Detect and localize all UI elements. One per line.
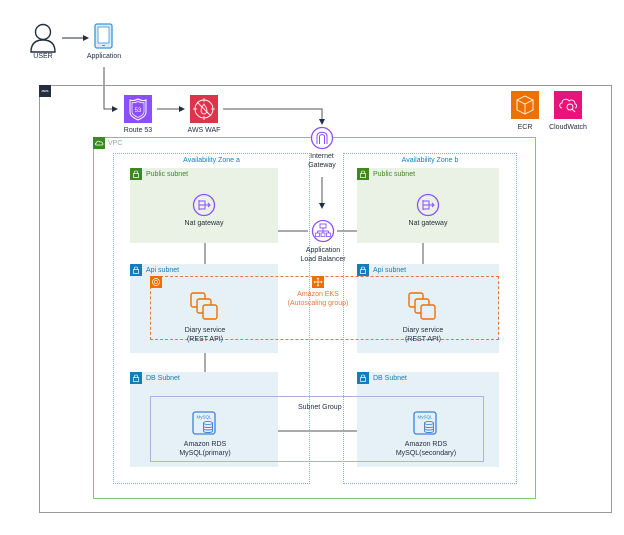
subnet-group xyxy=(150,396,484,462)
availability-zone-a xyxy=(113,153,310,484)
lock-icon xyxy=(130,264,142,276)
cloudwatch-node[interactable]: CloudWatch xyxy=(545,91,591,133)
db-subnet-b-label: DB Subnet xyxy=(373,375,407,382)
mysql-database-icon: MySQL xyxy=(413,411,437,435)
user-icon xyxy=(30,23,56,53)
db-subnet-a xyxy=(130,372,278,467)
eks-group-icon xyxy=(150,276,162,288)
db-subnet-a-label: DB Subnet xyxy=(146,375,180,382)
route53-node[interactable]: 53 Route 53 xyxy=(118,95,158,137)
rds-secondary-label-line1: Amazon RDS xyxy=(404,441,448,448)
alb-label-line2: Load Balancer xyxy=(300,256,346,263)
eks-icon xyxy=(312,276,324,288)
cloudwatch-label: CloudWatch xyxy=(549,124,587,131)
ecr-icon xyxy=(511,91,539,119)
diary-service-b-label-line2: (REST API) xyxy=(404,336,442,343)
diary-service-b[interactable]: Diary service (REST API) xyxy=(393,290,453,346)
eks-autoscaling-group xyxy=(150,276,499,340)
waf-label: AWS WAF xyxy=(187,127,221,134)
mysql-database-icon: MySQL xyxy=(192,411,216,435)
api-subnet-b-label: Api subnet xyxy=(373,267,407,274)
internet-gateway-label-line2: Gateway xyxy=(308,162,336,169)
load-balancer-icon xyxy=(311,219,335,243)
nat-gateway-a-label: Nat gateway xyxy=(184,220,224,227)
public-subnet-a-label: Public subnet xyxy=(146,171,189,178)
aws-logo-icon: aws xyxy=(39,85,51,97)
rds-primary[interactable]: MySQL Amazon RDS MySQL(primary) xyxy=(174,410,236,466)
route53-icon: 53 xyxy=(124,95,152,123)
lock-icon xyxy=(130,168,142,180)
ecr-node[interactable]: ECR xyxy=(508,91,542,133)
availability-zone-a-label: Availability Zone a xyxy=(183,157,240,164)
svg-text:53: 53 xyxy=(135,108,142,114)
nat-gateway-b-label: Nat gateway xyxy=(408,220,448,227)
application-load-balancer[interactable]: Application Load Balancer xyxy=(297,219,349,265)
rds-primary-label-line1: Amazon RDS xyxy=(183,441,227,448)
internet-gateway-icon xyxy=(310,126,334,150)
waf-icon xyxy=(190,95,218,123)
user-node: USER xyxy=(28,22,58,62)
nat-gateway-icon xyxy=(192,193,216,217)
db-subnet-b xyxy=(357,372,499,467)
svg-text:MySQL: MySQL xyxy=(196,415,212,420)
lock-icon xyxy=(357,168,369,180)
rds-secondary-label-line2: MySQL(secondary) xyxy=(395,450,457,457)
application-label: Application xyxy=(86,53,122,60)
nat-gateway-icon xyxy=(416,193,440,217)
route53-label: Route 53 xyxy=(123,127,153,134)
public-subnet-b-label: Public subnet xyxy=(373,171,416,178)
ecr-label: ECR xyxy=(517,124,533,131)
lock-icon xyxy=(130,372,142,384)
aws-logo-text: aws xyxy=(41,88,49,93)
aws-cloud-group xyxy=(39,85,612,513)
eks-label-line2: (Autoscaling group) xyxy=(287,300,349,307)
application-node: Application xyxy=(80,22,128,64)
diary-service-b-label-line1: Diary service xyxy=(402,327,444,334)
availability-zone-b-label: Availability Zone b xyxy=(401,157,459,164)
availability-zone-b xyxy=(343,153,517,484)
diary-service-a[interactable]: Diary service (REST API) xyxy=(175,290,235,346)
waf-node[interactable]: AWS WAF xyxy=(184,95,224,137)
nat-gateway-a[interactable]: Nat gateway xyxy=(179,193,229,233)
user-label: USER xyxy=(33,53,53,60)
edge-waf-to-igw xyxy=(223,108,325,125)
nat-gateway-b[interactable]: Nat gateway xyxy=(403,193,453,233)
vpc-cloud-icon xyxy=(93,137,105,149)
alb-label-line1: Application xyxy=(305,247,341,254)
internet-gateway-label-line1: Internet xyxy=(310,153,334,160)
rds-primary-label-line2: MySQL(primary) xyxy=(179,450,231,457)
containers-icon xyxy=(408,292,436,320)
tablet-icon xyxy=(94,23,113,49)
svg-text:MySQL: MySQL xyxy=(417,415,433,420)
lock-icon xyxy=(357,264,369,276)
subnet-group-label: Subnet Group xyxy=(298,404,342,411)
eks-label-line1: Amazon EKS xyxy=(297,291,339,298)
rds-secondary[interactable]: MySQL Amazon RDS MySQL(secondary) xyxy=(391,410,461,466)
edge-application-to-route53 xyxy=(103,67,118,112)
containers-icon xyxy=(190,292,218,320)
vpc-label: VPC xyxy=(108,140,123,147)
diary-service-a-label-line1: Diary service xyxy=(184,327,226,334)
internet-gateway[interactable]: Internet Gateway xyxy=(302,126,342,176)
lock-icon xyxy=(357,372,369,384)
cloudwatch-icon xyxy=(554,91,582,119)
diary-service-a-label-line2: (REST API) xyxy=(186,336,224,343)
api-subnet-a-label: Api subnet xyxy=(146,267,180,274)
